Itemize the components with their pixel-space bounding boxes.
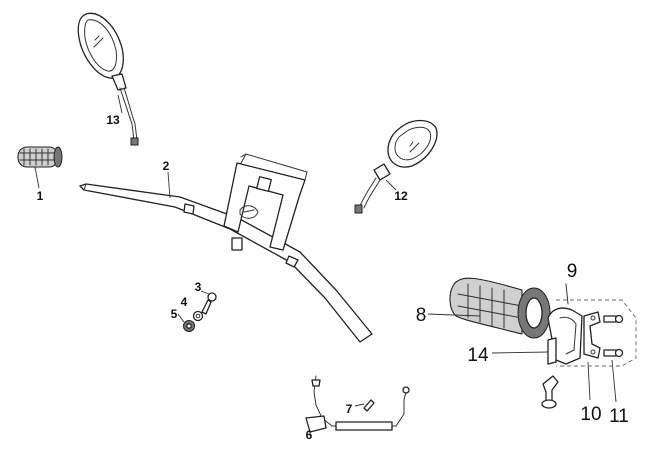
cable-clip <box>541 375 559 409</box>
mirror-left <box>77 12 139 146</box>
callout-11: 11 <box>609 406 629 427</box>
callout-14: 14 <box>467 345 489 366</box>
washer-part-4 <box>192 310 204 322</box>
mirror-right <box>354 119 438 214</box>
throttle-cable <box>305 375 410 436</box>
bolt-part-3 <box>200 290 217 315</box>
assembly-outline <box>491 299 637 367</box>
nut-part-5 <box>177 313 195 332</box>
throttle-clamp <box>583 311 601 401</box>
callout-9: 9 <box>567 261 578 282</box>
grip-left <box>17 146 63 189</box>
callout-labels: 1 2 3 4 5 6 7 8 9 10 11 12 13 14 <box>37 113 629 442</box>
callout-13: 13 <box>106 113 120 127</box>
throttle-grip-right <box>427 277 551 339</box>
callout-8: 8 <box>416 305 427 326</box>
callout-5: 5 <box>171 307 178 321</box>
callout-12: 12 <box>394 189 408 203</box>
callout-6: 6 <box>306 428 313 442</box>
clamp-screws <box>603 314 624 403</box>
callout-3: 3 <box>195 280 202 294</box>
callout-4: 4 <box>181 295 188 309</box>
throttle-housing <box>547 283 583 365</box>
callout-7: 7 <box>346 402 353 416</box>
handlebar <box>79 153 373 343</box>
callout-10: 10 <box>580 404 601 425</box>
callout-1: 1 <box>37 189 44 203</box>
callout-2: 2 <box>163 159 170 173</box>
